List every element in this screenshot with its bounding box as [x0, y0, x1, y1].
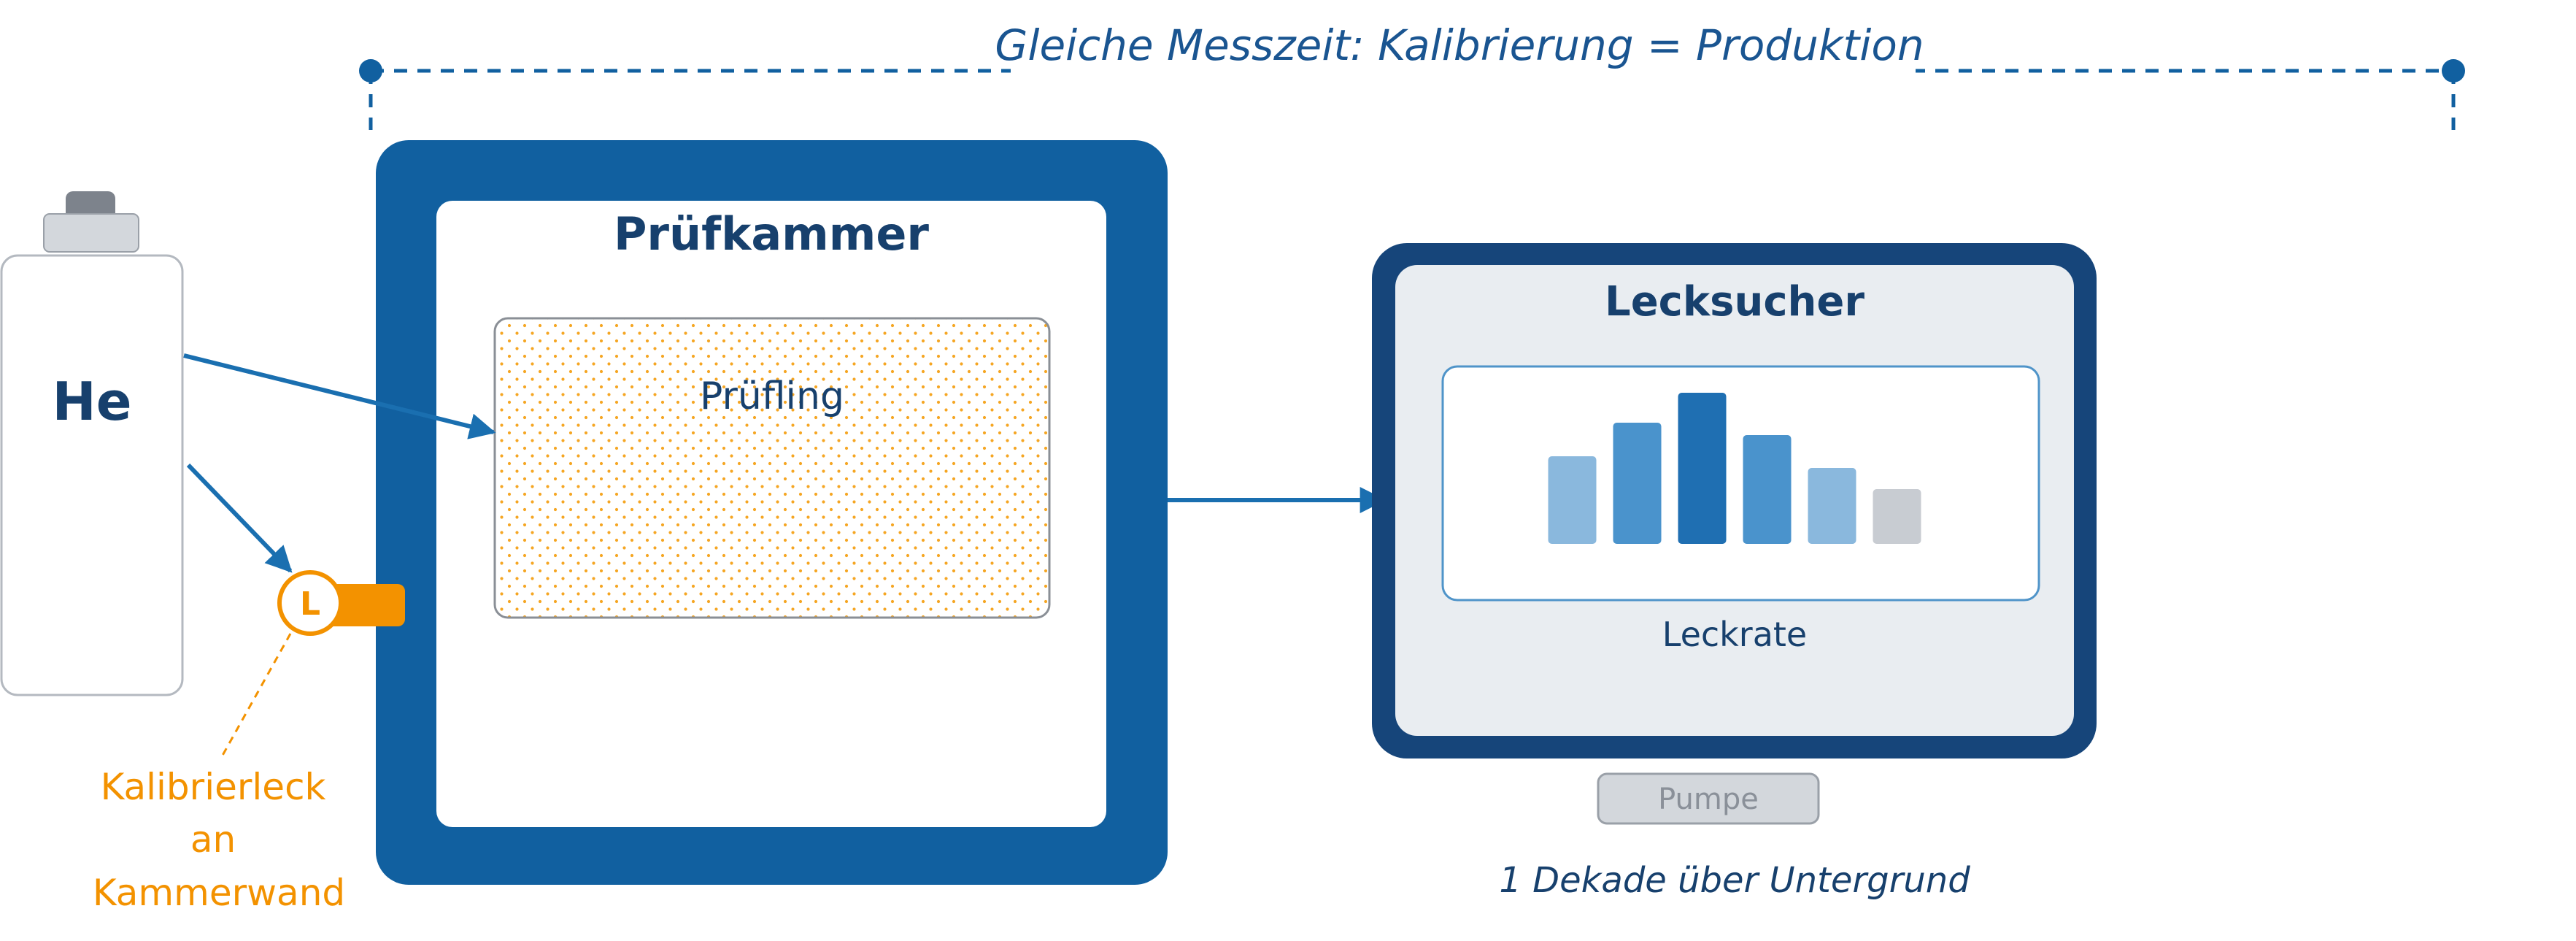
- detector-display: [1441, 365, 2040, 602]
- calibration-leak: L Kalibrierleck an Kammerwand: [93, 570, 405, 914]
- background-note: 1 Dekade über Untergrund: [1499, 860, 1970, 901]
- bracket-start-dot: [359, 59, 382, 82]
- leak-symbol-circle: [277, 570, 343, 636]
- helium-cylinder: He: [0, 191, 184, 696]
- cylinder-cap: [43, 213, 139, 253]
- detector-title: Lecksucher: [1605, 278, 1864, 326]
- cylinder-body: [0, 254, 184, 696]
- leak-rate-bar: [1613, 423, 1662, 544]
- detector-display-label: Leckrate: [1662, 615, 1808, 654]
- cylinder-label: He: [52, 371, 131, 432]
- leak-rate-bar: [1743, 435, 1792, 544]
- pump-label: Pumpe: [1658, 783, 1759, 816]
- pump: Pumpe: [1597, 772, 1820, 825]
- leak-caption-line-2: an: [190, 818, 236, 861]
- specimen-label: Prüfling: [700, 375, 844, 418]
- leak-rate-bar: [1808, 468, 1856, 544]
- arrow-cylinder-to-specimen: [183, 353, 496, 439]
- chamber-title: Prüfkammer: [614, 207, 929, 261]
- leak-rate-bar: [1548, 456, 1597, 544]
- leak-caption: Kalibrierleck an Kammerwand: [93, 766, 345, 914]
- leak-caption-line-3: Kammerwand: [93, 872, 345, 914]
- leak-rate-bar: [1873, 489, 1921, 544]
- specimen-box: [493, 317, 1051, 619]
- pump-box: [1597, 772, 1820, 825]
- test-chamber: Prüfkammer Prüfling: [376, 140, 1168, 885]
- leak-detector: Lecksucher Leckrate: [1372, 243, 2097, 758]
- leak-callout-line: [219, 633, 292, 760]
- arrow-cylinder-to-leak: [186, 463, 293, 573]
- leak-rate-bar: [1678, 393, 1727, 544]
- bracket-end-dot: [2442, 59, 2465, 82]
- leak-symbol-letter: L: [300, 585, 320, 623]
- leak-rate-bars: [1548, 393, 1921, 544]
- diagram-title: Gleiche Messzeit: Kalibrierung = Produkt…: [995, 20, 1924, 70]
- leak-caption-line-1: Kalibrierleck: [101, 766, 326, 808]
- time-bracket: [359, 59, 2465, 130]
